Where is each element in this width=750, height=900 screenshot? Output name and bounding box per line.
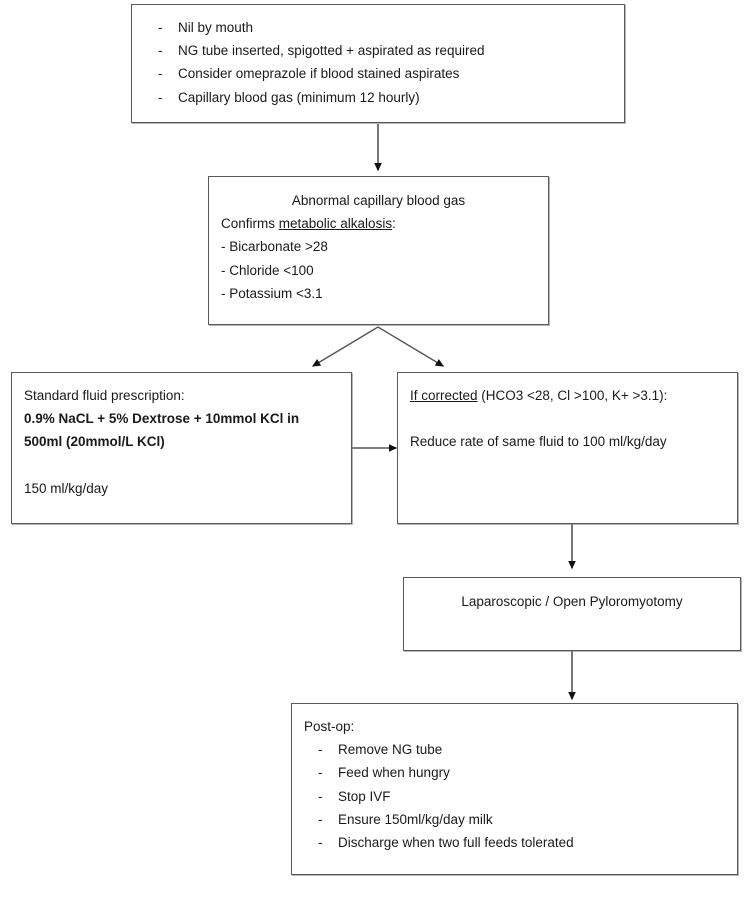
prescription-line-2: 500ml (20mmol/L KCl) xyxy=(24,434,165,450)
list-item-label: Discharge when two full feeds tolerated xyxy=(338,835,574,851)
abnormal-blood-gas-box: Abnormal capillary blood gas Confirms me… xyxy=(208,176,549,325)
list-item-label: Feed when hungry xyxy=(338,765,450,781)
blank-line xyxy=(24,454,339,477)
initial-management-list: - Nil by mouth - NG tube inserted, spigo… xyxy=(144,16,612,109)
dash-bullet: - xyxy=(158,89,163,105)
list-item-label: Remove NG tube xyxy=(338,742,443,758)
dash-bullet: - xyxy=(158,66,163,82)
list-item: - NG tube inserted, spigotted + aspirate… xyxy=(144,39,612,62)
list-item-label: Ensure 150ml/kg/day milk xyxy=(338,811,493,827)
dash-bullet: - xyxy=(318,742,323,758)
list-item: - Nil by mouth xyxy=(144,16,612,39)
standard-fluid-heading: Standard fluid prescription: xyxy=(24,388,185,403)
if-corrected-condition-line: If corrected (HCO3 <28, Cl >100, K+ >3.1… xyxy=(410,384,725,407)
blank-line xyxy=(410,407,725,430)
list-item-label: Stop IVF xyxy=(338,788,391,804)
criteria-item: - Chloride <100 xyxy=(221,262,314,278)
dash-bullet: - xyxy=(158,20,163,35)
pyloromyotomy-label: Laparoscopic / Open Pyloromyotomy xyxy=(461,594,683,609)
fluid-rate: 150 ml/kg/day xyxy=(24,480,109,496)
blood-gas-heading: Abnormal capillary blood gas xyxy=(291,193,466,208)
confirms-suffix: : xyxy=(392,216,396,232)
list-item: - Consider omeprazole if blood stained a… xyxy=(144,62,612,85)
list-item: - Discharge when two full feeds tolerate… xyxy=(304,831,725,854)
list-item-label: NG tube inserted, spigotted + aspirated … xyxy=(178,43,485,59)
post-op-heading: Post-op: xyxy=(304,719,355,734)
initial-management-box: - Nil by mouth - NG tube inserted, spigo… xyxy=(131,4,625,123)
confirms-prefix: Confirms xyxy=(221,216,279,232)
metabolic-alkalosis-underlined: metabolic alkalosis xyxy=(278,216,393,232)
list-item-label: Consider omeprazole if blood stained asp… xyxy=(178,66,460,82)
list-item: - Remove NG tube xyxy=(304,738,725,761)
list-item: - Feed when hungry xyxy=(304,761,725,784)
dash-bullet: - xyxy=(158,43,163,59)
post-op-list: - Remove NG tube - Feed when hungry - St… xyxy=(304,738,725,854)
list-item: - Stop IVF xyxy=(304,785,725,808)
list-item-label: Capillary blood gas (minimum 12 hourly) xyxy=(178,89,420,105)
if-corrected-box: If corrected (HCO3 <28, Cl >100, K+ >3.1… xyxy=(397,372,738,524)
dash-bullet: - xyxy=(318,788,323,804)
arrow-bloodgas-to-standard-fluid xyxy=(311,326,379,367)
dash-bullet: - xyxy=(318,811,323,827)
dash-bullet: - xyxy=(318,835,323,851)
standard-fluid-prescription-box: Standard fluid prescription: 0.9% NaCL +… xyxy=(11,372,352,524)
arrow-bloodgas-to-if-corrected xyxy=(377,326,445,367)
criteria-item: - Bicarbonate >28 xyxy=(221,239,328,255)
if-corrected-values: (HCO3 <28, Cl >100, K+ >3.1): xyxy=(477,388,668,403)
if-corrected-action: Reduce rate of same fluid to 100 ml/kg/d… xyxy=(410,434,667,450)
dash-bullet: - xyxy=(318,765,323,781)
if-corrected-underlined: If corrected xyxy=(410,388,478,403)
pyloromyotomy-box: Laparoscopic / Open Pyloromyotomy xyxy=(403,577,741,651)
list-item-label: Nil by mouth xyxy=(178,20,254,35)
list-item: - Ensure 150ml/kg/day milk xyxy=(304,808,725,831)
criteria-item: - Potassium <3.1 xyxy=(221,285,323,301)
blood-gas-confirms-line: Confirms metabolic alkalosis: xyxy=(221,212,536,235)
list-item: - Capillary blood gas (minimum 12 hourly… xyxy=(144,86,612,109)
post-op-box: Post-op: - Remove NG tube - Feed when hu… xyxy=(291,703,738,875)
prescription-line-1: 0.9% NaCL + 5% Dextrose + 10mmol KCl in xyxy=(24,411,300,427)
